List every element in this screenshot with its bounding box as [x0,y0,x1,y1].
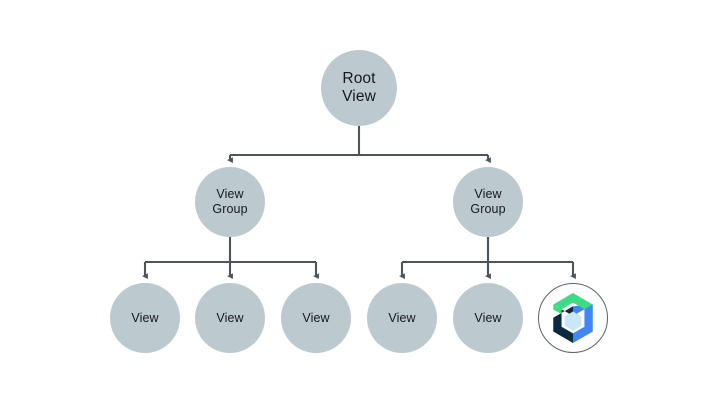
node-view-leaf-4-label: View [388,310,416,325]
node-compose[interactable] [538,283,608,353]
node-view-group-right-label: View Group [470,187,506,216]
node-view-group-left[interactable]: View Group [195,167,265,237]
node-view-leaf-1[interactable]: View [110,283,180,353]
node-view-leaf-2[interactable]: View [195,283,265,353]
node-view-leaf-3[interactable]: View [281,283,351,353]
node-root-view[interactable]: Root View [321,50,397,126]
jetpack-compose-icon [553,293,593,343]
node-view-leaf-1-label: View [131,310,159,325]
node-view-leaf-5-label: View [474,310,502,325]
node-view-leaf-3-label: View [302,310,330,325]
node-view-leaf-2-label: View [216,310,244,325]
node-view-group-left-label: View Group [212,187,248,216]
node-root-view-label: Root View [342,69,376,105]
node-view-leaf-5[interactable]: View [453,283,523,353]
node-view-leaf-4[interactable]: View [367,283,437,353]
node-view-group-right[interactable]: View Group [453,167,523,237]
